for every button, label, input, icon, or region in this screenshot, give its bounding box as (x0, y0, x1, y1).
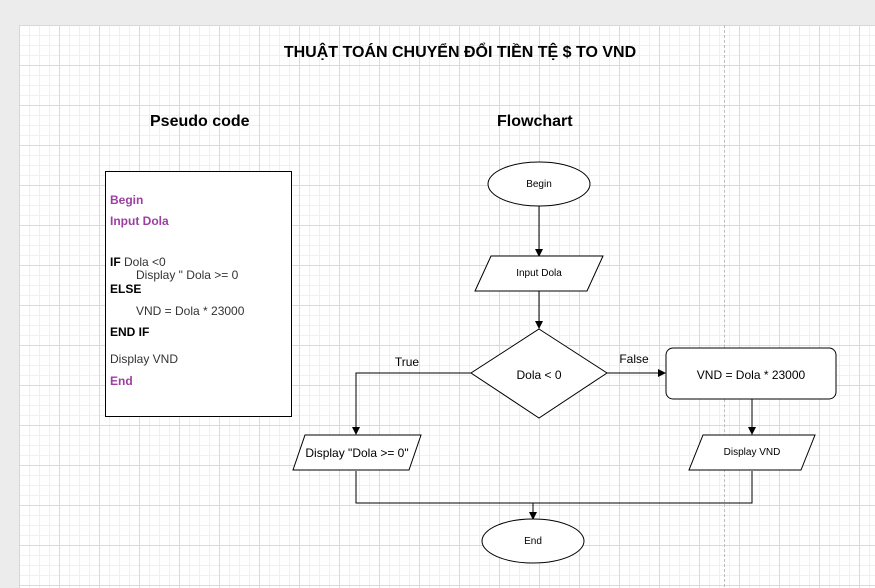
false-label: False (619, 352, 649, 366)
page-break-line (724, 25, 725, 587)
diagram-title: THUẬT TOÁN CHUYỂN ĐỔI TIỀN TỆ $ TO VND (283, 44, 637, 61)
pseudo-display-negative: Display " Dola >= 0 (136, 268, 239, 282)
merge-line (355, 471, 753, 504)
calc-process-box (665, 347, 837, 400)
pseudo-end: End (110, 374, 133, 388)
decision-label: Dola < 0 (516, 368, 562, 382)
pseudo-code-box (105, 171, 292, 417)
begin-terminal (487, 161, 591, 207)
pseudo-calc: VND = Dola * 23000 (136, 304, 245, 318)
true-label: True (394, 355, 420, 369)
display-vnd-parallelogram (688, 434, 816, 471)
pseudo-begin: Begin (110, 193, 144, 207)
end-label: End (524, 536, 542, 547)
pseudo-else: ELSE (110, 282, 142, 296)
arrow-decision-true (352, 372, 471, 435)
decision-diamond (470, 328, 608, 419)
flowchart-heading: Flowchart (497, 113, 573, 130)
end-terminal (481, 518, 585, 564)
input-parallelogram (474, 255, 604, 292)
pseudo-if-condition: Dola <0 (120, 255, 166, 269)
pseudo-endif: END IF (110, 325, 150, 339)
display-vnd-label: Display VND (723, 447, 781, 458)
pseudo-display-vnd: Display VND (110, 352, 179, 366)
pseudo-code-heading: Pseudo code (150, 113, 250, 130)
pseudo-input: Input Dola (110, 214, 169, 228)
diagram-canvas (19, 25, 875, 588)
pseudo-if-keyword: IF (110, 255, 121, 269)
input-label: Input Dola (516, 268, 562, 279)
display-true-parallelogram (292, 434, 422, 471)
display-true-label: Display "Dola >= 0" (305, 446, 409, 460)
calc-label: VND = Dola * 23000 (696, 368, 806, 382)
begin-label: Begin (526, 179, 552, 190)
pseudo-if-line: IF Dola <0 (110, 255, 166, 269)
